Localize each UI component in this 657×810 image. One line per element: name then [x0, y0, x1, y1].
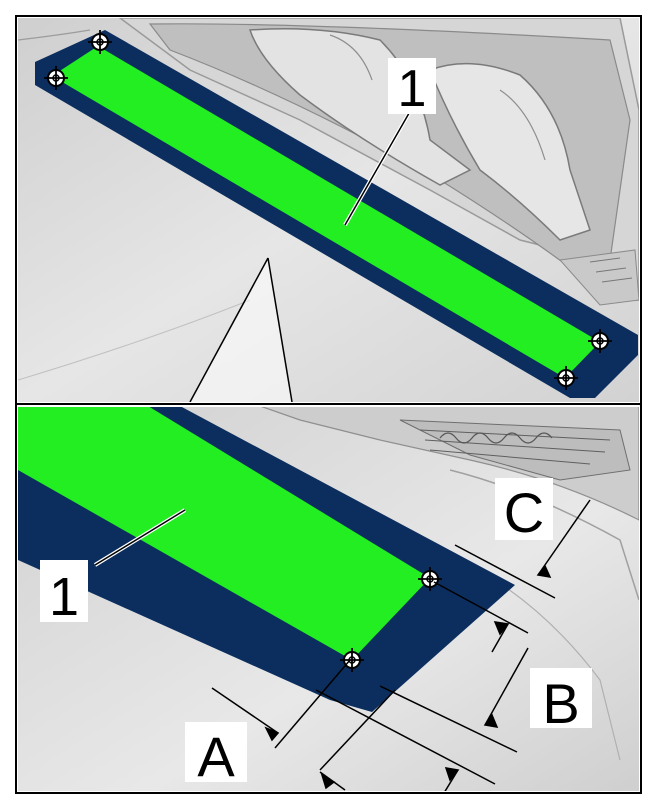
bottom-adhesive-zone [18, 407, 430, 660]
dimension-b [315, 647, 529, 791]
top-callout-label: 1 [398, 60, 427, 118]
dimension-b-label: B [542, 672, 579, 735]
dimension-c-label: C [504, 481, 544, 544]
top-adhesive-zone [52, 46, 600, 378]
top-callout-box [388, 58, 436, 114]
body-contour-top [18, 29, 91, 41]
top-panel: 1 [18, 18, 639, 402]
detail-wedge [190, 258, 292, 402]
bottom-callout-label: 1 [49, 567, 79, 627]
bottom-callout-box [40, 560, 88, 622]
dimension-a-box [185, 722, 247, 782]
dimension-c-box [495, 478, 553, 540]
dimension-a [211, 659, 396, 791]
dimension-a-label: A [197, 725, 235, 788]
dimension-c [433, 499, 591, 653]
dimension-b-box [530, 668, 592, 728]
bottom-panel: 1 C B [18, 407, 639, 791]
